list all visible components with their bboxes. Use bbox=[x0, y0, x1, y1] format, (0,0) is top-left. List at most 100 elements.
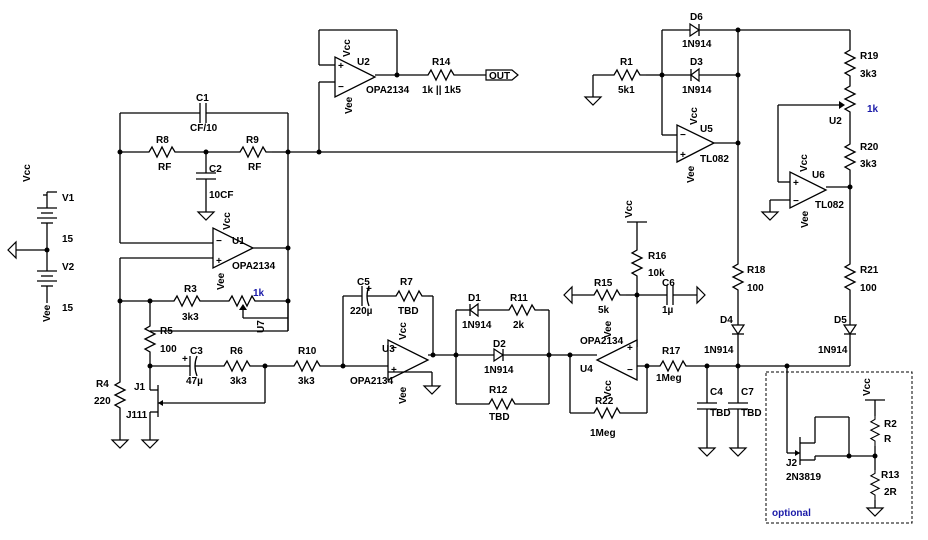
ground-icon bbox=[7, 240, 17, 260]
value-r10: 3k3 bbox=[298, 376, 315, 387]
label-r20: R20 bbox=[860, 142, 879, 153]
value-d5: 1N914 bbox=[818, 345, 848, 356]
svg-text:−: − bbox=[338, 82, 344, 93]
label-r13: R13 bbox=[881, 470, 900, 481]
opamp-u3 bbox=[387, 338, 430, 382]
value-r17: 1Meg bbox=[656, 373, 682, 384]
value-j1: J111 bbox=[126, 410, 148, 421]
vcc-label-u6: Vcc bbox=[799, 154, 810, 172]
value-v1: 15 bbox=[62, 234, 74, 245]
value-u7: 1k bbox=[253, 288, 265, 299]
label-r12: R12 bbox=[489, 385, 508, 396]
vcc-label-u5: Vcc bbox=[689, 107, 700, 125]
value-r7: TBD bbox=[398, 306, 419, 317]
value-r8: RF bbox=[158, 162, 171, 173]
vcc-label-r16: Vcc bbox=[624, 200, 635, 218]
value-c5: 220µ bbox=[350, 306, 373, 317]
vee-label-u6: Vee bbox=[800, 210, 811, 228]
u1-stage: C1 CF/10 R8 RF R9 RF C2 10CF − + Vcc U1 … bbox=[94, 93, 291, 449]
u4-stage: Vcc R16 10k R15 5k C6 1µ + − Vee OPA2134… bbox=[549, 200, 790, 457]
label-r15: R15 bbox=[594, 278, 613, 289]
vcc-label-u1: Vcc bbox=[222, 212, 233, 230]
label-d3: D3 bbox=[690, 57, 703, 68]
opamp-u5 bbox=[676, 123, 716, 164]
label-c3: C3 bbox=[190, 346, 203, 357]
label-v2: V2 bbox=[62, 262, 75, 273]
svg-text:+: + bbox=[793, 178, 799, 189]
diode-d3 bbox=[690, 67, 700, 83]
svg-text:+: + bbox=[627, 343, 633, 354]
ground-icon bbox=[697, 447, 717, 457]
vcc-label-u4: Vcc bbox=[603, 380, 614, 398]
value-u5: TL082 bbox=[700, 154, 729, 165]
u2-output: + − OUT Vcc U2 OPA2134 Vee R14 1k || 1k5 bbox=[288, 29, 677, 155]
label-r11: R11 bbox=[510, 293, 528, 304]
opamp-u1 bbox=[212, 226, 255, 270]
value-r4: 220 bbox=[94, 396, 111, 407]
ground-icon bbox=[196, 211, 216, 221]
vee-label-u4: Vee bbox=[603, 320, 614, 338]
label-r18: R18 bbox=[747, 265, 766, 276]
svg-text:+: + bbox=[680, 150, 686, 161]
label-d2: D2 bbox=[493, 339, 506, 350]
diode-d5 bbox=[842, 324, 858, 336]
label-u4: U4 bbox=[580, 364, 593, 375]
label-r9: R9 bbox=[246, 135, 259, 146]
diode-d1 bbox=[469, 302, 479, 318]
label-r14: R14 bbox=[432, 57, 451, 68]
ground-icon bbox=[865, 507, 885, 517]
label-c4: C4 bbox=[710, 387, 723, 398]
label-c1: C1 bbox=[196, 93, 209, 104]
svg-text:+: + bbox=[391, 365, 397, 376]
ground-icon bbox=[728, 447, 748, 457]
vee-label-u1: Vee bbox=[216, 272, 227, 290]
value-r12: TBD bbox=[489, 412, 510, 423]
label-c5: C5 bbox=[357, 277, 370, 288]
value-d1: 1N914 bbox=[462, 320, 492, 331]
battery-v1 bbox=[37, 191, 57, 250]
value-r9: RF bbox=[248, 162, 261, 173]
value-r1: 5k1 bbox=[618, 85, 635, 96]
value-r3: 3k3 bbox=[182, 312, 199, 323]
vcc-label-u2: Vcc bbox=[342, 39, 353, 57]
ground-icon bbox=[110, 439, 130, 449]
label-r8: R8 bbox=[156, 135, 169, 146]
label-r1: R1 bbox=[620, 57, 633, 68]
optional-label: optional bbox=[772, 508, 811, 519]
svg-text:+: + bbox=[338, 61, 344, 72]
value-r2: R bbox=[884, 434, 892, 445]
label-c2: C2 bbox=[209, 164, 222, 175]
clipper: D1 1N914 R11 2k D2 1N914 R12 TBD bbox=[453, 293, 552, 423]
opamp-u6 bbox=[789, 170, 828, 210]
diode-d6 bbox=[689, 22, 701, 38]
value-j2: 2N3819 bbox=[786, 472, 821, 483]
value-r19: 3k3 bbox=[860, 69, 877, 80]
value-v2: 15 bbox=[62, 303, 74, 314]
diode-d4 bbox=[730, 324, 746, 336]
svg-text:−: − bbox=[627, 365, 633, 376]
value-c7: TBD bbox=[741, 408, 762, 419]
u6-stage: R19 3k3 1k U2 R20 3k3 + − Vcc U6 TL082 V… bbox=[760, 30, 879, 367]
ground-icon bbox=[140, 439, 160, 449]
label-u1: U1 bbox=[232, 236, 245, 247]
svg-text:−: − bbox=[391, 343, 397, 354]
value-c6: 1µ bbox=[662, 305, 674, 316]
value-u2: OPA2134 bbox=[366, 85, 410, 96]
label-u6: U6 bbox=[812, 170, 825, 181]
label-u7: U7 bbox=[256, 320, 267, 333]
label-d1: D1 bbox=[468, 293, 481, 304]
svg-text:+: + bbox=[216, 256, 222, 267]
label-r10: R10 bbox=[298, 346, 317, 357]
optional-section: optional J2 2N3819 Vcc R2 R R13 2R bbox=[765, 366, 913, 524]
label-r16: R16 bbox=[648, 251, 667, 262]
label-u3: U3 bbox=[382, 344, 395, 355]
out-port bbox=[485, 69, 519, 81]
ground-icon bbox=[422, 385, 442, 395]
u3-stage: + C5 220µ R7 TBD − + Vcc U3 OPA2134 Vee bbox=[342, 277, 456, 404]
svg-text:−: − bbox=[216, 236, 222, 247]
opamp-u4 bbox=[595, 338, 638, 382]
vee-label-v2: Vee bbox=[42, 304, 53, 322]
value-u6: TL082 bbox=[815, 200, 844, 211]
ground-icon bbox=[563, 285, 573, 305]
label-r22: R22 bbox=[595, 396, 614, 407]
